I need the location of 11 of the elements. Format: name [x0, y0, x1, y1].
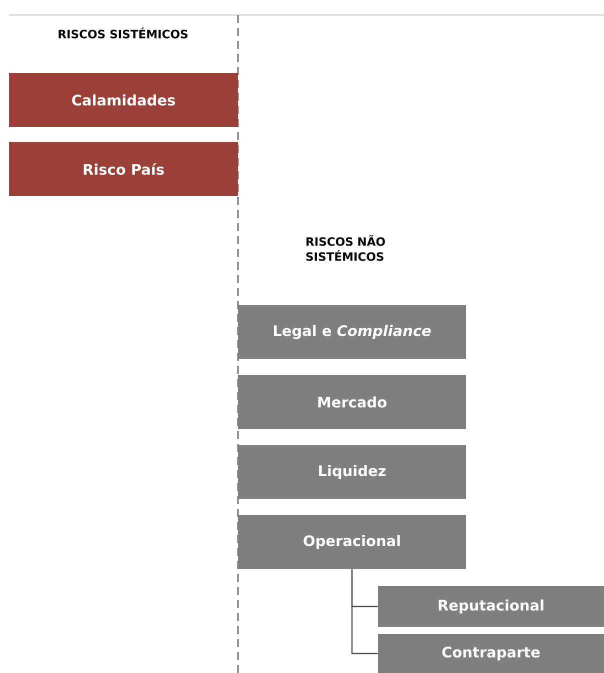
risk-box: Mercado [238, 375, 466, 429]
risk-box: Operacional [238, 515, 466, 569]
risk-box: Risco País [9, 142, 238, 196]
risk-box: Calamidades [9, 73, 238, 127]
risk-box: Contraparte [378, 634, 604, 673]
connector-line [351, 569, 378, 654]
risk-box: Legal e Compliance [238, 305, 466, 359]
risk-box: Liquidez [238, 445, 466, 499]
section-heading: RISCOS SISTÉMICOS [58, 28, 188, 38]
risk-box: Reputacional [378, 586, 604, 627]
section-heading: RISCOS NÃO SISTÉMICOS [306, 235, 385, 261]
